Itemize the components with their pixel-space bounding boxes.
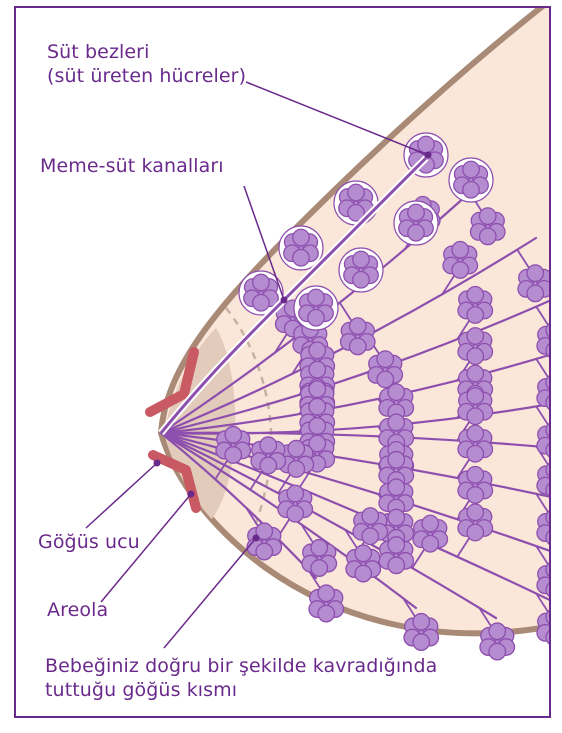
leader-nipple bbox=[86, 463, 157, 528]
leader-latch-area bbox=[164, 538, 256, 648]
diagram-frame: Süt bezleri (süt üreten hücreler) Meme-s… bbox=[14, 6, 551, 718]
highlight-lobule-6 bbox=[244, 274, 279, 311]
gland-lobule-30 bbox=[458, 467, 493, 504]
gland-lobule-14 bbox=[458, 328, 493, 365]
gland-lobule-22 bbox=[458, 388, 493, 425]
leader-dot-milk-ducts bbox=[281, 297, 288, 304]
gland-lobule-47 bbox=[309, 585, 344, 622]
gland-lobule-44 bbox=[216, 426, 251, 463]
leader-dot-nipple bbox=[154, 460, 161, 467]
gland-lobule-5 bbox=[368, 351, 403, 388]
gland-lobule-33 bbox=[379, 537, 414, 574]
gland-lobule-46 bbox=[278, 485, 313, 522]
label-milk-glands-line1: Süt bezleri bbox=[47, 40, 246, 64]
label-latch-area-line2: tuttuğu göğüs kısmı bbox=[45, 678, 437, 702]
gland-lobule-38 bbox=[413, 515, 448, 552]
gland-lobule-43 bbox=[404, 614, 439, 651]
leader-dot-latch-area bbox=[253, 535, 260, 542]
gland-lobule-7 bbox=[518, 265, 551, 302]
label-milk-glands: Süt bezleri (süt üreten hücreler) bbox=[47, 40, 246, 88]
label-milk-ducts: Meme-süt kanalları bbox=[40, 154, 224, 178]
gland-lobule-6 bbox=[443, 242, 478, 279]
gland-lobule-10 bbox=[458, 287, 493, 324]
label-nipple: Göğüs ucu bbox=[38, 530, 140, 554]
gland-lobule-42 bbox=[353, 508, 388, 545]
leader-dot-areola bbox=[188, 491, 195, 498]
leader-dot-milk-glands bbox=[425, 152, 432, 159]
gland-lobule-26 bbox=[458, 425, 493, 462]
gland-lobule-1 bbox=[341, 318, 376, 355]
highlight-lobule-4 bbox=[284, 229, 319, 266]
gland-lobule-40 bbox=[251, 437, 286, 474]
gland-lobule-37 bbox=[346, 545, 381, 582]
gland-lobule-34 bbox=[458, 504, 493, 541]
leader-milk-glands bbox=[246, 82, 428, 155]
highlight-lobule-3 bbox=[399, 204, 434, 241]
label-latch-area: Bebeğiniz doğru bir şekilde kavradığında… bbox=[45, 654, 437, 702]
label-latch-area-line1: Bebeğiniz doğru bir şekilde kavradığında bbox=[45, 654, 437, 678]
gland-lobule-39 bbox=[480, 623, 515, 660]
highlight-lobule-1 bbox=[454, 161, 489, 198]
label-areola: Areola bbox=[47, 598, 108, 622]
highlight-lobule-5 bbox=[344, 251, 379, 288]
gland-lobule-3 bbox=[471, 208, 506, 245]
highlight-lobule-7 bbox=[299, 289, 334, 326]
label-milk-glands-line2: (süt üreten hücreler) bbox=[47, 64, 246, 88]
gland-lobule-41 bbox=[302, 540, 337, 577]
